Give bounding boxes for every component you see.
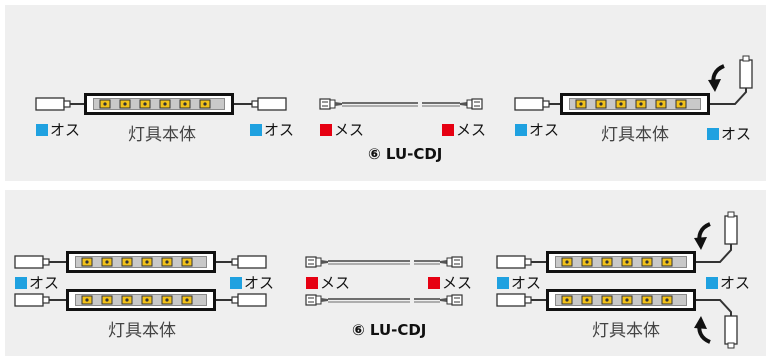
label-fixture-bottom-right: 灯具本体	[592, 321, 660, 341]
female-marker-icon	[442, 124, 454, 136]
label-female-bottom-right: メス	[428, 275, 472, 291]
label-female-bottom-left: メス	[306, 275, 350, 291]
cable-top	[319, 98, 483, 110]
label-female-top-left: メス	[320, 122, 364, 138]
curved-arrow-icon	[706, 64, 726, 94]
model-label-top: ⑥ LU-CDJ	[368, 145, 443, 163]
male-marker-icon	[250, 124, 262, 136]
female-marker-icon	[428, 277, 440, 289]
male-marker-icon	[230, 277, 242, 289]
female-marker-icon	[320, 124, 332, 136]
curved-arrow-icon	[692, 222, 712, 252]
curved-arrow-icon	[692, 314, 712, 344]
label-fixture-bottom-left: 灯具本体	[108, 321, 176, 341]
male-marker-icon	[497, 277, 509, 289]
male-marker-icon	[707, 128, 719, 140]
label-male-bottom-right-end: オス	[706, 275, 750, 291]
label-male-top-left: オス	[36, 122, 80, 138]
male-marker-icon	[515, 124, 527, 136]
model-label-bottom: ⑥ LU-CDJ	[352, 321, 427, 339]
label-male-top-left-right: オス	[250, 122, 294, 138]
fixture-bottom-left	[14, 250, 267, 312]
label-male-top-right: オス	[515, 122, 559, 138]
label-male-bottom-left-right: オス	[230, 275, 274, 291]
cable-bottom	[305, 256, 463, 306]
male-marker-icon	[36, 124, 48, 136]
male-marker-icon	[706, 277, 718, 289]
label-male-bottom-left: オス	[15, 275, 59, 291]
fixture-top-left	[35, 92, 287, 116]
label-fixture-top-right: 灯具本体	[601, 125, 669, 145]
fixture-bottom-right	[496, 211, 738, 349]
label-male-bottom-right: オス	[497, 275, 541, 291]
label-male-top-right-end: オス	[707, 126, 751, 142]
fixture-top-right	[514, 55, 753, 116]
female-marker-icon	[306, 277, 318, 289]
male-marker-icon	[15, 277, 27, 289]
label-female-top-right: メス	[442, 122, 486, 138]
label-fixture-top-left: 灯具本体	[128, 125, 196, 145]
